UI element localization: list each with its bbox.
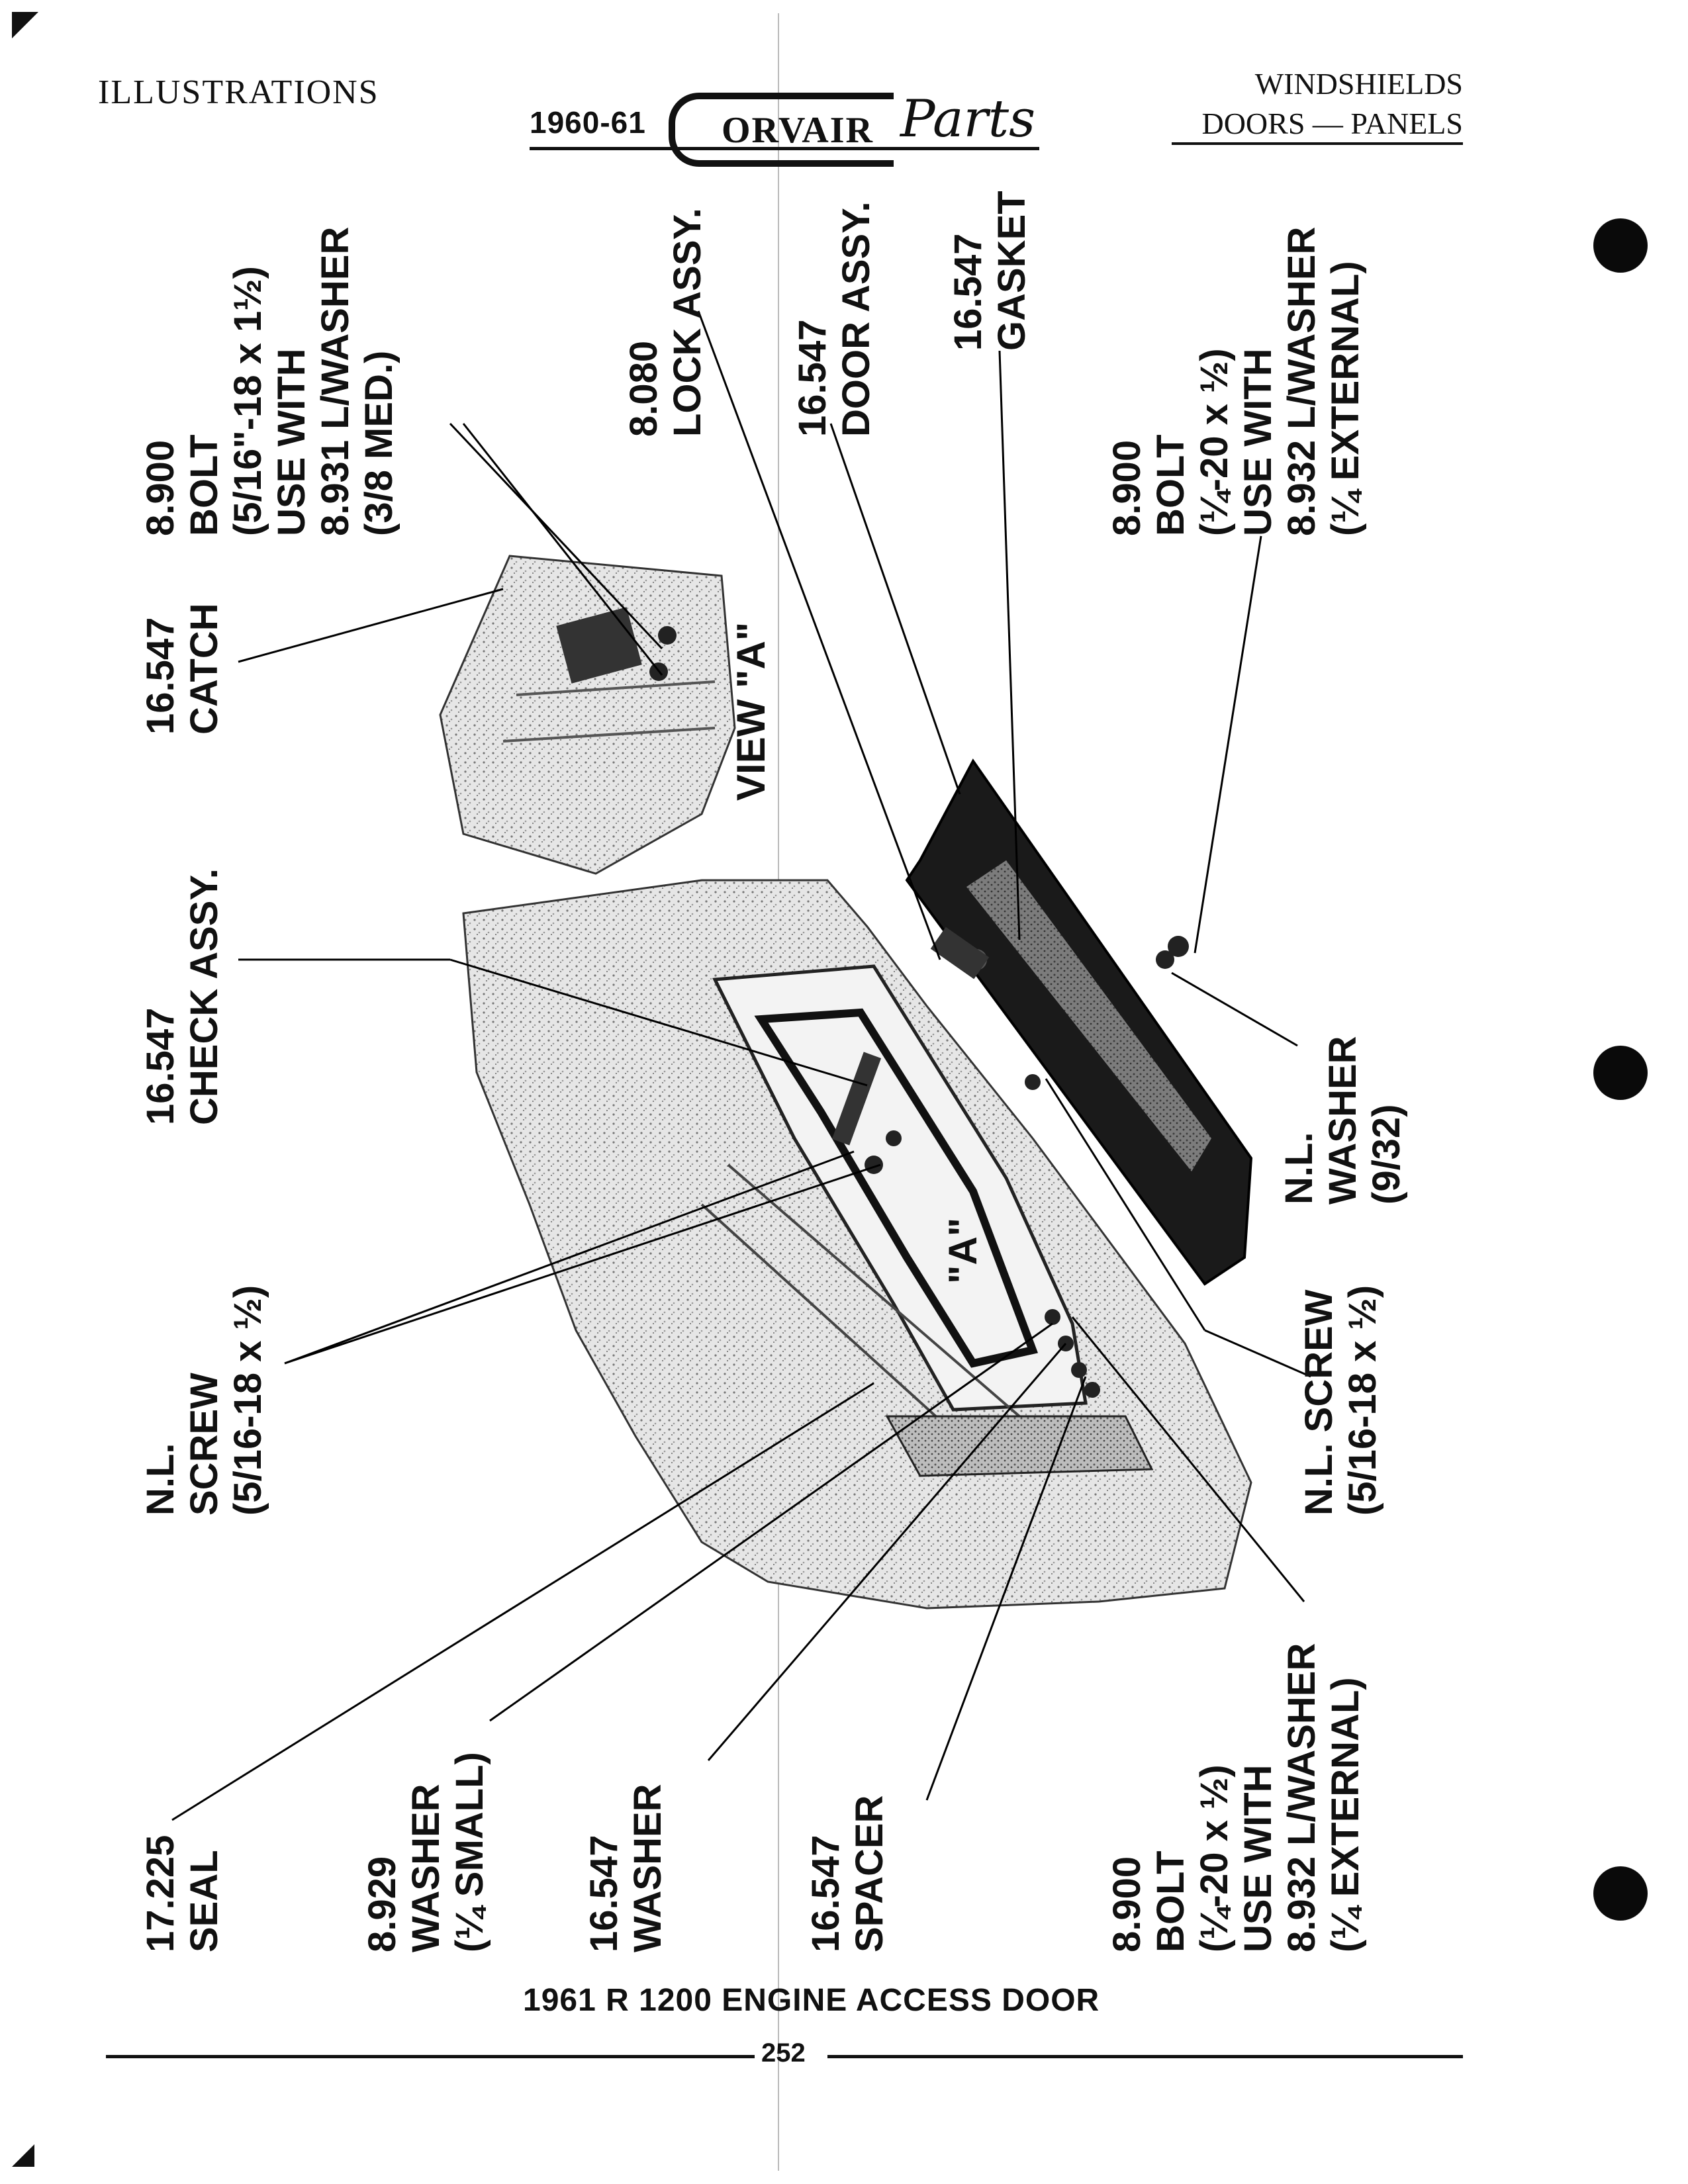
- logo-parts-script: Parts: [900, 89, 1036, 149]
- category-line-2: DOORS — PANELS: [1201, 107, 1463, 140]
- punch-hole-top: [1593, 218, 1648, 273]
- page-number: 252: [761, 2038, 806, 2068]
- label-washer: 16.547 WASHER: [583, 1784, 669, 1952]
- logo-badge: [669, 93, 894, 167]
- label-bolt-right: 8.900 BOLT (¼-20 x ½) USE WITH 8.932 L/W…: [1105, 226, 1367, 536]
- label-screw-left: N.L. SCREW (5/16-18 x ½): [139, 1285, 269, 1516]
- punch-hole-bottom: [1593, 1866, 1648, 1921]
- label-bolt-top: 8.900 BOLT (5/16"-18 x 1½) USE WITH 8.93…: [139, 226, 400, 536]
- label-washer-nl: N.L. WASHER (9/32): [1278, 1036, 1408, 1205]
- logo-year: 1960-61: [530, 105, 646, 140]
- header-rule: [1172, 142, 1463, 145]
- label-gasket: 16.547 GASKET: [947, 191, 1033, 351]
- footer-rule-left: [106, 2055, 755, 2058]
- figure-caption: 1961 R 1200 ENGINE ACCESS DOOR: [523, 1983, 1100, 2018]
- door-assembly: [905, 758, 1253, 1286]
- category-line-1: WINDSHIELDS: [1254, 67, 1463, 101]
- label-seal: 17.225 SEAL: [139, 1835, 226, 1952]
- label-washer-small: 8.929 WASHER (¼ SMALL): [361, 1752, 491, 1952]
- label-screw-right: N.L. SCREW (5/16-18 x ½): [1297, 1285, 1384, 1516]
- logo-underline: [530, 147, 1039, 150]
- label-catch: 16.547 CATCH: [139, 603, 226, 735]
- view-a-marker: "A": [941, 1217, 985, 1284]
- label-bolt-bottom: 8.900 BOLT (¼-20 x ½) USE WITH 8.932 L/W…: [1105, 1643, 1367, 1952]
- view-a-label: VIEW "A": [729, 621, 773, 801]
- label-lock-assy: 8.080 LOCK ASSY.: [622, 208, 709, 437]
- corner-mark-bottom-left: [12, 2144, 34, 2167]
- corner-mark-top-left: [12, 12, 38, 38]
- logo-brand: ORVAIR: [722, 110, 874, 151]
- leader-lines: [171, 310, 1311, 1821]
- label-door-assy: 16.547 DOOR ASSY.: [791, 201, 878, 437]
- punch-hole-middle: [1593, 1046, 1648, 1100]
- view-a-inset: [439, 555, 736, 875]
- engine-compartment-body: [462, 879, 1252, 1610]
- footer-rule-right: [827, 2055, 1463, 2058]
- section-title: ILLUSTRATIONS: [98, 73, 379, 111]
- label-spacer: 16.547 SPACER: [804, 1795, 891, 1952]
- label-check-assy: 16.547 CHECK ASSY.: [139, 868, 226, 1125]
